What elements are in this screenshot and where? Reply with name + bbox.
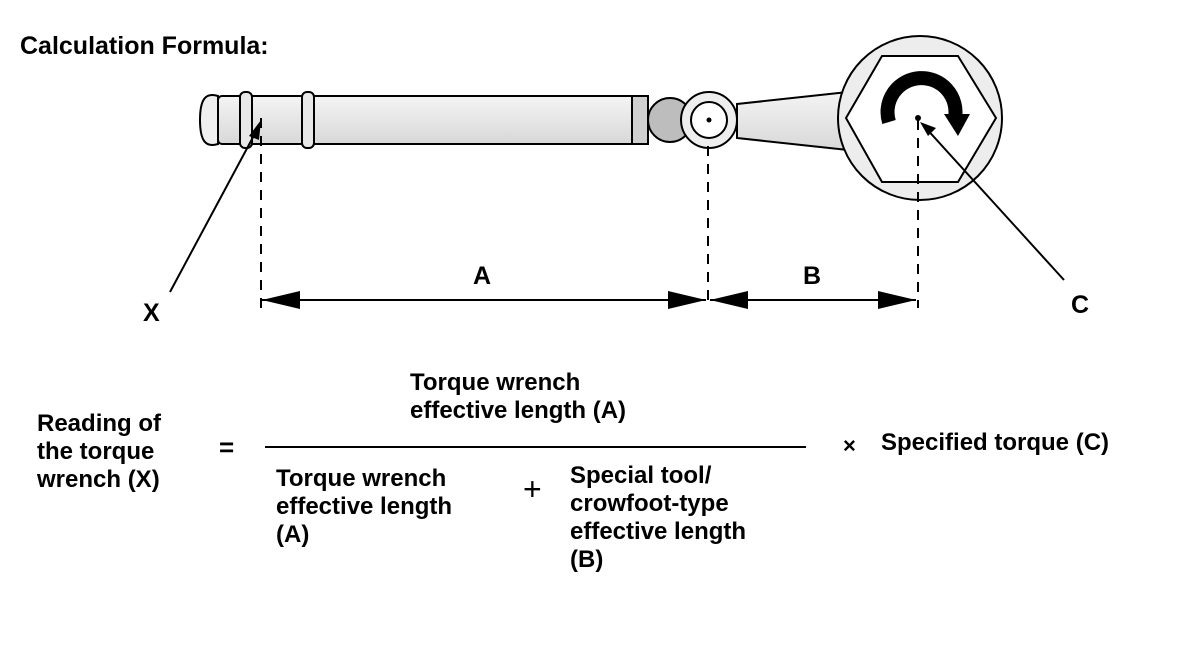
leader-c (920, 122, 1065, 281)
equals-sign: = (219, 432, 235, 462)
formula-rhs: Specified torque (C) (881, 429, 1110, 456)
reference-lines (260, 118, 919, 308)
crowfoot-tool (736, 35, 1003, 201)
dimension-b (710, 291, 916, 309)
dimension-a (262, 291, 706, 309)
leader-x (169, 120, 261, 293)
times-sign: × (843, 433, 856, 458)
wrench-handle (198, 91, 649, 149)
formula-denominator-right: Special tool/ crowfoot-type effective le… (570, 462, 747, 573)
formula-lhs: Reading of the torque wrench (X) (37, 410, 161, 493)
label-c: C (1071, 291, 1090, 319)
label-x: X (143, 299, 160, 327)
formula-denominator-left: Torque wrench effective length (A) (276, 465, 453, 548)
label-a: A (473, 262, 492, 290)
fraction-bar (265, 446, 806, 448)
label-b: B (803, 262, 822, 290)
formula-numerator: Torque wrench effective length (A) (410, 369, 627, 424)
page-title: Calculation Formula: (20, 32, 269, 60)
plus-sign: + (523, 471, 542, 507)
wrench-pivot (647, 91, 738, 149)
